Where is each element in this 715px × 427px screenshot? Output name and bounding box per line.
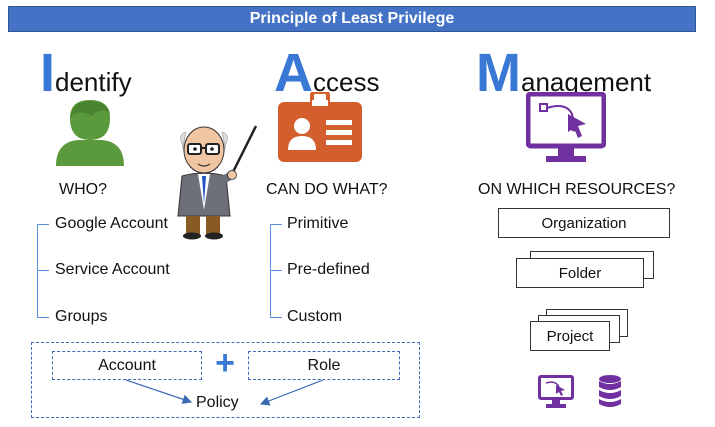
access-question: CAN DO WHAT? [266,181,388,198]
identify-bracket-tick [37,224,49,225]
access-bracket-tick [270,317,282,318]
access-item-primitive: Primitive [287,215,349,232]
access-item-custom: Custom [287,308,343,325]
identify-item-groups: Groups [55,308,108,325]
access-first-letter: A [274,43,313,103]
title-bar: Principle of Least Privilege [8,6,696,32]
access-bracket-tick [270,224,282,225]
management-first-letter: M [476,43,521,103]
folder-box: Folder [516,258,644,288]
role-label: Role [307,356,341,374]
access-item-pre-defined: Pre-defined [287,261,370,278]
presenter-clipart [177,125,258,240]
small-monitor-icon [538,375,574,408]
identify-item-service-account: Service Account [55,261,170,278]
id-badge-icon [278,92,362,162]
plus-sign: + [215,343,235,382]
identify-bracket-tick [37,270,49,271]
identify-heading-rest: dentify [55,67,132,97]
management-question: ON WHICH RESOURCES? [478,181,676,198]
identify-first-letter: I [40,43,56,103]
identify-question: WHO? [59,181,107,198]
user-icon [56,100,124,166]
organization-box: Organization [498,208,670,238]
account-box: Account [52,351,202,380]
access-bracket [270,224,271,318]
identify-heading: Identify [40,46,132,100]
policy-arrows [125,379,324,406]
role-box: Role [248,351,400,380]
policy-container [31,342,420,418]
identify-bracket [37,224,38,318]
access-heading: Access [274,46,379,100]
identify-bracket-tick [37,317,49,318]
identify-item-google-account: Google Account [55,215,168,232]
access-heading-rest: ccess [313,67,380,97]
monitor-vector-icon [526,92,606,162]
account-label: Account [98,356,156,374]
access-bracket-tick [270,270,282,271]
management-heading-rest: anagement [520,67,652,97]
database-icon [599,375,621,407]
page-title: Principle of Least Privilege [249,10,455,27]
project-box: Project [530,321,610,351]
management-heading: Management [476,46,651,100]
policy-label: Policy [196,394,239,411]
